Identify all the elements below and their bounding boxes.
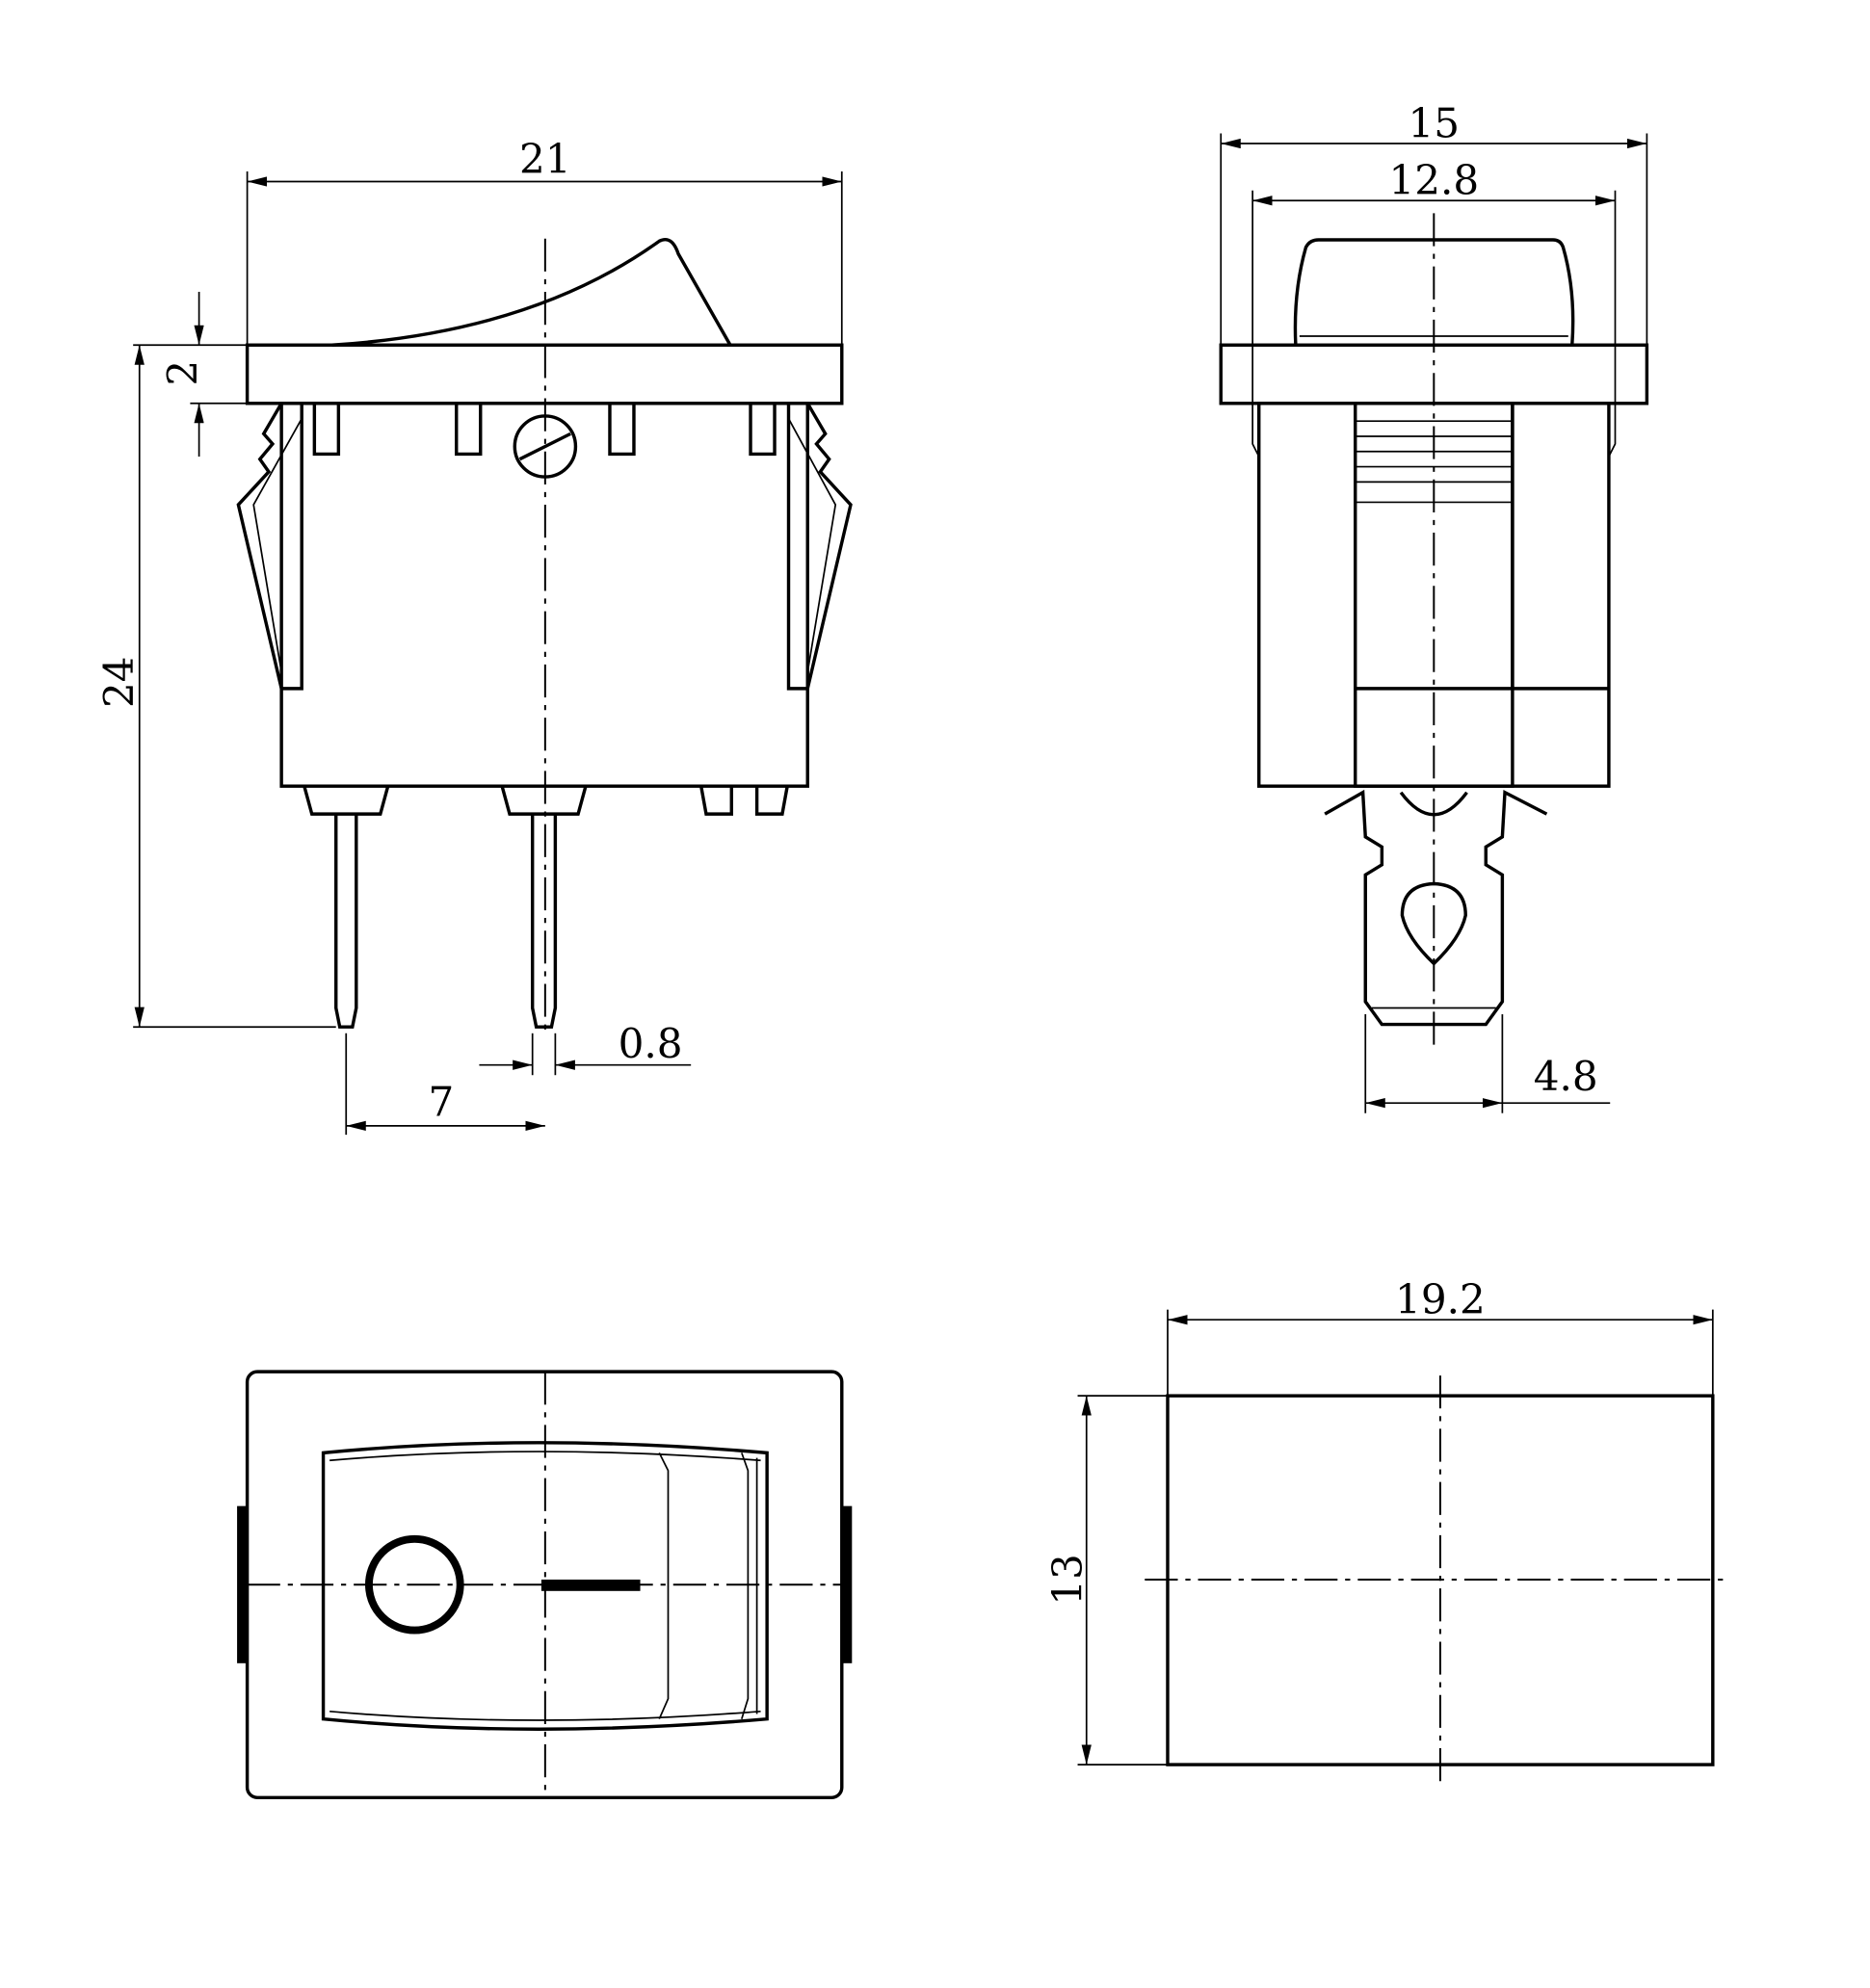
dim-13: 13	[1043, 1554, 1091, 1606]
on-symbol-icon	[540, 1579, 641, 1591]
front-view	[236, 237, 853, 1030]
dim-15: 15	[1409, 99, 1461, 146]
side-dimensions: 15 12.8 4.8	[1220, 99, 1648, 1113]
cutout-dimensions: 19.2 13	[1043, 1276, 1714, 1766]
terminal-hole-icon	[1400, 881, 1467, 966]
dim-19-2: 19.2	[1395, 1276, 1486, 1323]
top-view	[237, 1370, 853, 1800]
panel-cutout	[1145, 1375, 1731, 1786]
dim-7: 7	[429, 1078, 455, 1125]
dim-21: 21	[519, 135, 571, 182]
dim-24: 24	[95, 656, 143, 708]
dim-0-8: 0.8	[619, 1020, 683, 1067]
off-symbol-icon	[364, 1534, 464, 1635]
dim-4-8: 4.8	[1534, 1053, 1598, 1100]
screw-icon	[513, 414, 578, 479]
dim-12-8: 12.8	[1388, 157, 1479, 204]
front-dimensions: 21 2 24 7 0.8	[95, 135, 843, 1136]
side-view	[1219, 213, 1649, 1046]
dim-2: 2	[159, 360, 206, 386]
